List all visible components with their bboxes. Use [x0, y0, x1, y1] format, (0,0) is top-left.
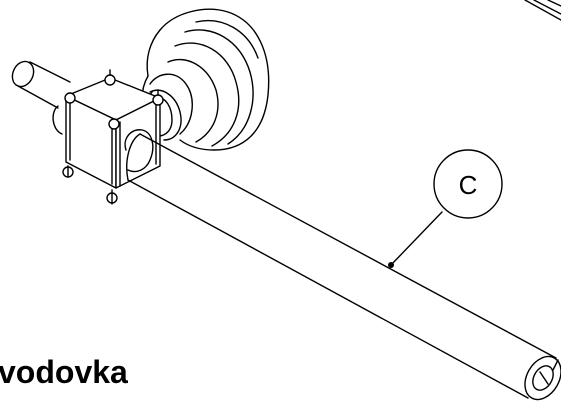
callout-balloon [433, 149, 503, 219]
drawing-caption: vodovka [0, 354, 128, 390]
pulley-disc [141, 8, 270, 151]
output-shaft [126, 133, 561, 401]
callout-label: C [459, 170, 478, 200]
left-shaft [11, 60, 71, 109]
leader-dot [388, 262, 394, 268]
callout-leader [388, 211, 443, 268]
cropped-part-top-right [524, 0, 561, 21]
